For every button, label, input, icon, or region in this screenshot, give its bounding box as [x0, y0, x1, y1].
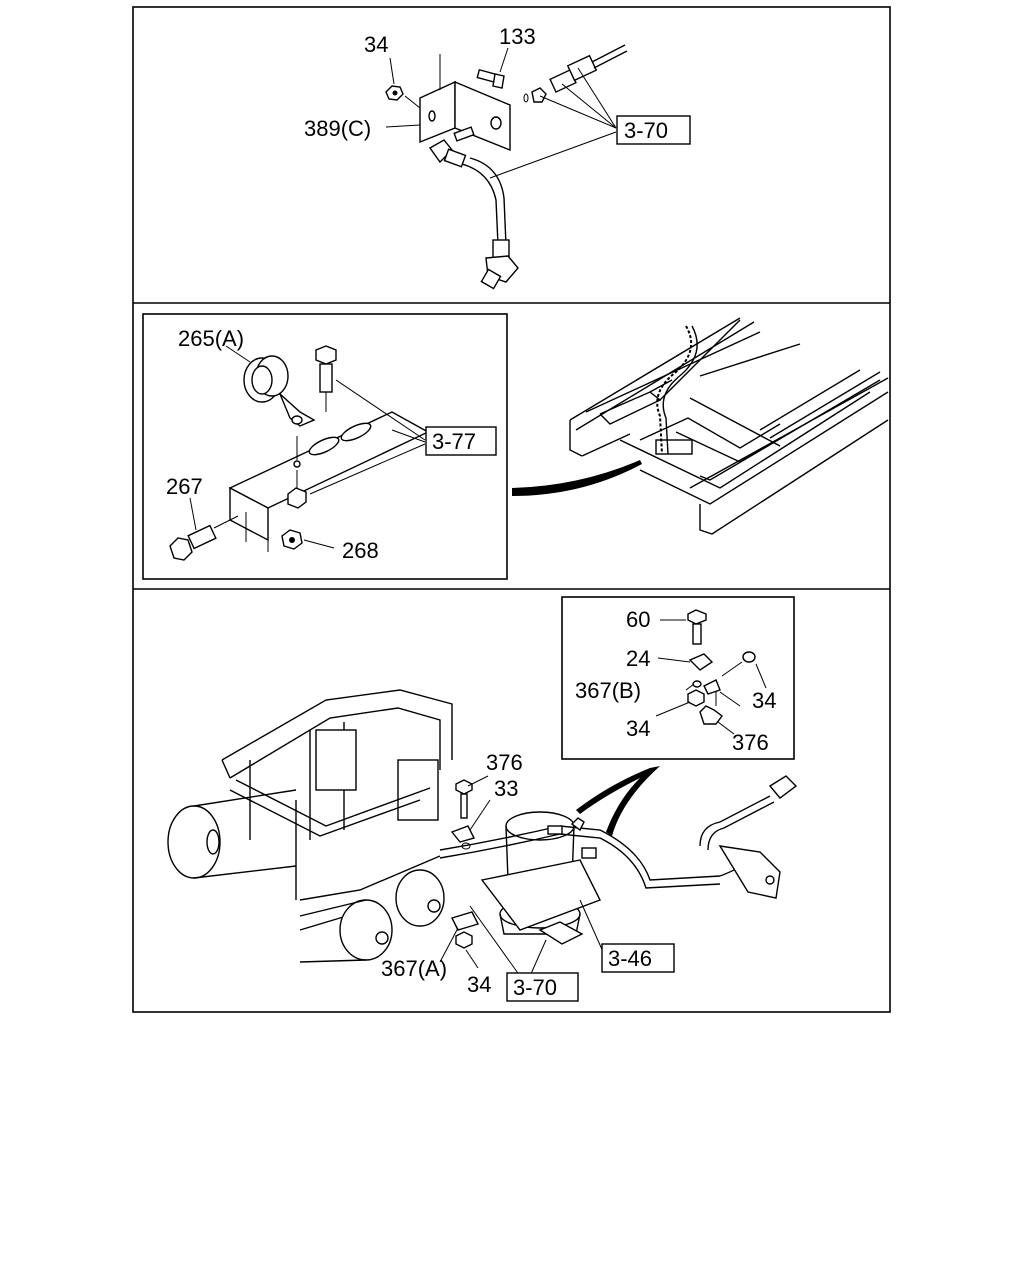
outer-frame	[132, 6, 891, 1013]
inset-label-60: 60	[626, 607, 650, 632]
inset-label-367b: 367(B)	[575, 678, 641, 703]
inset-label-24: 24	[626, 646, 650, 671]
label-ref-3-70-bottom: 3-70	[513, 975, 557, 1000]
nut-34	[385, 85, 404, 101]
clamp-265a	[243, 355, 316, 427]
detail-inset-box	[142, 313, 508, 580]
label-ref-3-70-top: 3-70	[624, 118, 668, 143]
label-267: 267	[166, 474, 203, 499]
label-133: 133	[499, 24, 536, 49]
callout-arrow-middle	[512, 460, 642, 496]
label-34: 34	[364, 32, 388, 57]
connector-parts	[523, 44, 628, 103]
inset-parts	[655, 609, 767, 735]
bolt-top	[315, 345, 337, 412]
bolt-133	[476, 68, 505, 89]
ref-box-3-46	[601, 943, 675, 973]
inset-label-34-right: 34	[752, 688, 776, 713]
label-376: 376	[486, 750, 523, 775]
label-265a: 265(A)	[178, 326, 244, 351]
frame-rail-view	[569, 317, 889, 535]
ref-box-3-70-bottom	[506, 972, 579, 1002]
ref-box-3-70-top	[616, 115, 691, 145]
panel-top: 34 133 389(C) 3-70	[304, 24, 691, 290]
label-ref-3-46: 3-46	[608, 946, 652, 971]
label-268: 268	[342, 538, 379, 563]
fitting	[428, 126, 475, 168]
panel-middle: 265(A) 267 268 3-77	[142, 313, 889, 580]
air-dryer-assembly	[167, 689, 798, 963]
nut-268	[281, 529, 303, 550]
label-367a: 367(A)	[381, 956, 447, 981]
label-389c: 389(C)	[304, 116, 371, 141]
bolt-267	[169, 515, 239, 561]
panel-bottom: 60 24 367(B) 34 34 376	[167, 596, 798, 1002]
inset-label-376: 376	[732, 730, 769, 755]
hose	[461, 157, 519, 290]
inset-label-34-left: 34	[626, 716, 650, 741]
bracket-plate	[228, 411, 430, 552]
label-33: 33	[494, 776, 518, 801]
callout-arrow-bottom	[576, 766, 660, 836]
label-ref-3-77: 3-77	[432, 429, 476, 454]
ref-box-3-77	[425, 426, 497, 456]
label-34: 34	[467, 972, 491, 997]
nut-under	[287, 470, 307, 509]
detail-inset-box-bottom	[561, 596, 795, 760]
